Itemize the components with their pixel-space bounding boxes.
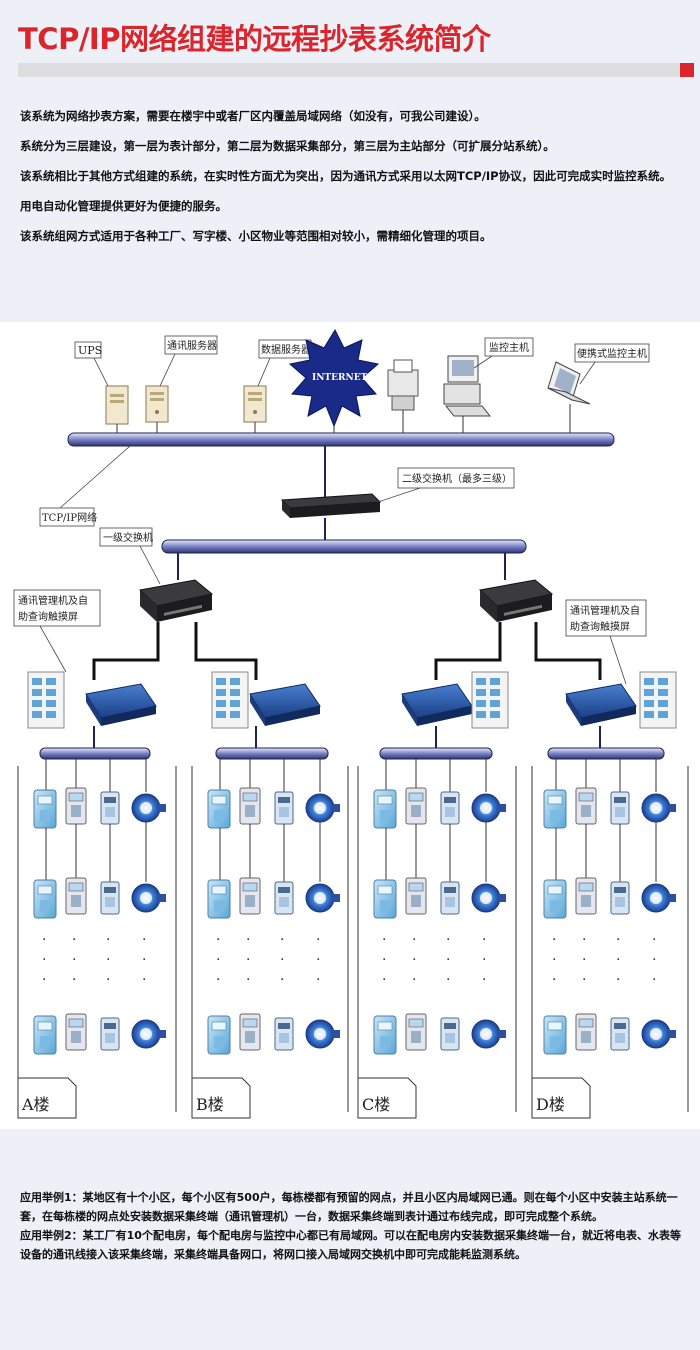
svg-text:·: · [616, 972, 620, 988]
svg-text:·: · [280, 932, 284, 948]
building-c-label: C楼 [362, 1095, 390, 1114]
svg-text:·: · [382, 932, 386, 948]
svg-text:·: · [316, 952, 320, 968]
intro-paragraph: 用电自动化管理提供更好为便捷的服务。 [20, 199, 227, 213]
comm-server-label: 通讯服务器 [167, 339, 217, 352]
building-d-label: D楼 [536, 1095, 565, 1114]
application-case-2: 应用举例2：某工厂有10个配电房，每个配电房与监控中心都已有局域网。可以在配电房… [20, 1229, 681, 1261]
svg-text:·: · [106, 932, 110, 948]
portable-host-label: 便携式监控主机 [577, 347, 647, 360]
svg-text:·: · [316, 932, 320, 948]
svg-text:·: · [616, 952, 620, 968]
svg-text:·: · [582, 932, 586, 948]
svg-text:·: · [412, 952, 416, 968]
svg-text:·: · [142, 932, 146, 948]
level1-bus [161, 539, 527, 554]
data-server-icon [243, 385, 267, 433]
svg-text:·: · [280, 952, 284, 968]
application-case-1: 应用举例1：某地区有十个小区，每个小区有500户，每栋楼都有预留的网点，并且小区… [20, 1191, 678, 1223]
portable-host-icon [547, 361, 591, 433]
svg-text:·: · [72, 972, 76, 988]
monitor-host-label: 监控主机 [489, 341, 529, 354]
svg-text:·: · [246, 932, 250, 948]
svg-text:·: · [446, 932, 450, 948]
intro-section: 该系统为网络抄表方案，需要在楼宇中或者厂区内覆盖局域网络（如没有，可我公司建设）… [20, 107, 690, 257]
svg-text:·: · [616, 932, 620, 948]
svg-text:·: · [42, 972, 46, 988]
building-a-label: A楼 [21, 1095, 50, 1114]
svg-text:·: · [482, 952, 486, 968]
switch-level1-right-icon [479, 579, 553, 623]
data-server-label: 数据服务器 [261, 343, 311, 356]
svg-text:·: · [652, 952, 656, 968]
svg-text:·: · [412, 972, 416, 988]
building-b: · · · · · · · · · · · · B楼 [191, 671, 349, 1119]
svg-text:·: · [552, 952, 556, 968]
building-d: · · · · · · · · · · · · D楼 [531, 671, 689, 1119]
intro-paragraph: 该系统为网络抄表方案，需要在楼宇中或者厂区内覆盖局域网络（如没有，可我公司建设）… [20, 109, 486, 123]
tcpip-network-label: TCP/IP网络 [42, 511, 97, 524]
switch-level1-left-icon [139, 579, 213, 623]
terminal-right-label: 通讯管理机及自 [570, 604, 640, 617]
building-c: · · · · · · · · · · · · C楼 [357, 671, 517, 1119]
svg-text:·: · [142, 952, 146, 968]
svg-text:·: · [106, 972, 110, 988]
svg-text:·: · [216, 932, 220, 948]
svg-text:·: · [382, 972, 386, 988]
svg-text:·: · [552, 932, 556, 948]
svg-text:·: · [482, 932, 486, 948]
svg-text:·: · [412, 932, 416, 948]
svg-text:·: · [382, 952, 386, 968]
building-b-label: B楼 [196, 1095, 224, 1114]
backbone-bus [67, 432, 615, 447]
building-a: · · · · · · · · · · · · A楼 [17, 671, 177, 1119]
svg-text:·: · [72, 932, 76, 948]
switch-level2-icon [280, 493, 382, 518]
svg-text:·: · [316, 972, 320, 988]
monitor-host-icon [443, 355, 492, 433]
svg-text:·: · [446, 972, 450, 988]
svg-text:·: · [280, 972, 284, 988]
internet-label: INTERNET [312, 373, 368, 383]
svg-text:·: · [216, 952, 220, 968]
svg-text:·: · [72, 952, 76, 968]
svg-text:·: · [552, 972, 556, 988]
internet-icon: INTERNET [288, 328, 380, 433]
svg-text:·: · [106, 952, 110, 968]
svg-text:·: · [246, 952, 250, 968]
svg-text:·: · [582, 972, 586, 988]
comm-server-icon [145, 385, 169, 433]
title-accent [680, 63, 694, 77]
svg-text:·: · [246, 972, 250, 988]
printer-icon [387, 359, 419, 433]
application-examples: 应用举例1：某地区有十个小区，每个小区有500户，每栋楼都有预留的网点，并且小区… [20, 1188, 690, 1264]
terminal-left-label: 通讯管理机及自 [18, 594, 88, 607]
svg-text:·: · [446, 952, 450, 968]
switch-level2-label: 二级交换机（最多三级） [402, 472, 512, 485]
intro-paragraph: 系统分为三层建设，第一层为表计部分，第二层为数据采集部分，第三层为主站部分（可扩… [20, 139, 555, 153]
terminal-left-label-2: 助查询触摸屏 [18, 610, 78, 623]
intro-paragraph: 该系统相比于其他方式组建的系统，在实时性方面尤为突出，因为通讯方式采用以太网TC… [20, 169, 672, 183]
svg-text:·: · [216, 972, 220, 988]
svg-text:·: · [652, 932, 656, 948]
svg-text:·: · [482, 972, 486, 988]
svg-text:·: · [42, 932, 46, 948]
svg-text:·: · [582, 952, 586, 968]
network-diagram: UPS 通讯服务器 数据服务器 INTERNET 监控主机 [0, 322, 700, 1129]
intro-paragraph: 该系统组网方式适用于各种工厂、写字楼、小区物业等范围相对较小，需精细化管理的项目… [20, 229, 492, 243]
svg-text:·: · [652, 972, 656, 988]
page-title: TCP/IP网络组建的远程抄表系统简介 [18, 22, 491, 56]
svg-text:·: · [42, 952, 46, 968]
terminal-right-label-2: 助查询触摸屏 [570, 620, 630, 633]
ups-label: UPS [78, 344, 102, 357]
title-divider [18, 63, 694, 77]
switch-level1-label: 一级交换机 [103, 531, 153, 544]
svg-text:·: · [142, 972, 146, 988]
